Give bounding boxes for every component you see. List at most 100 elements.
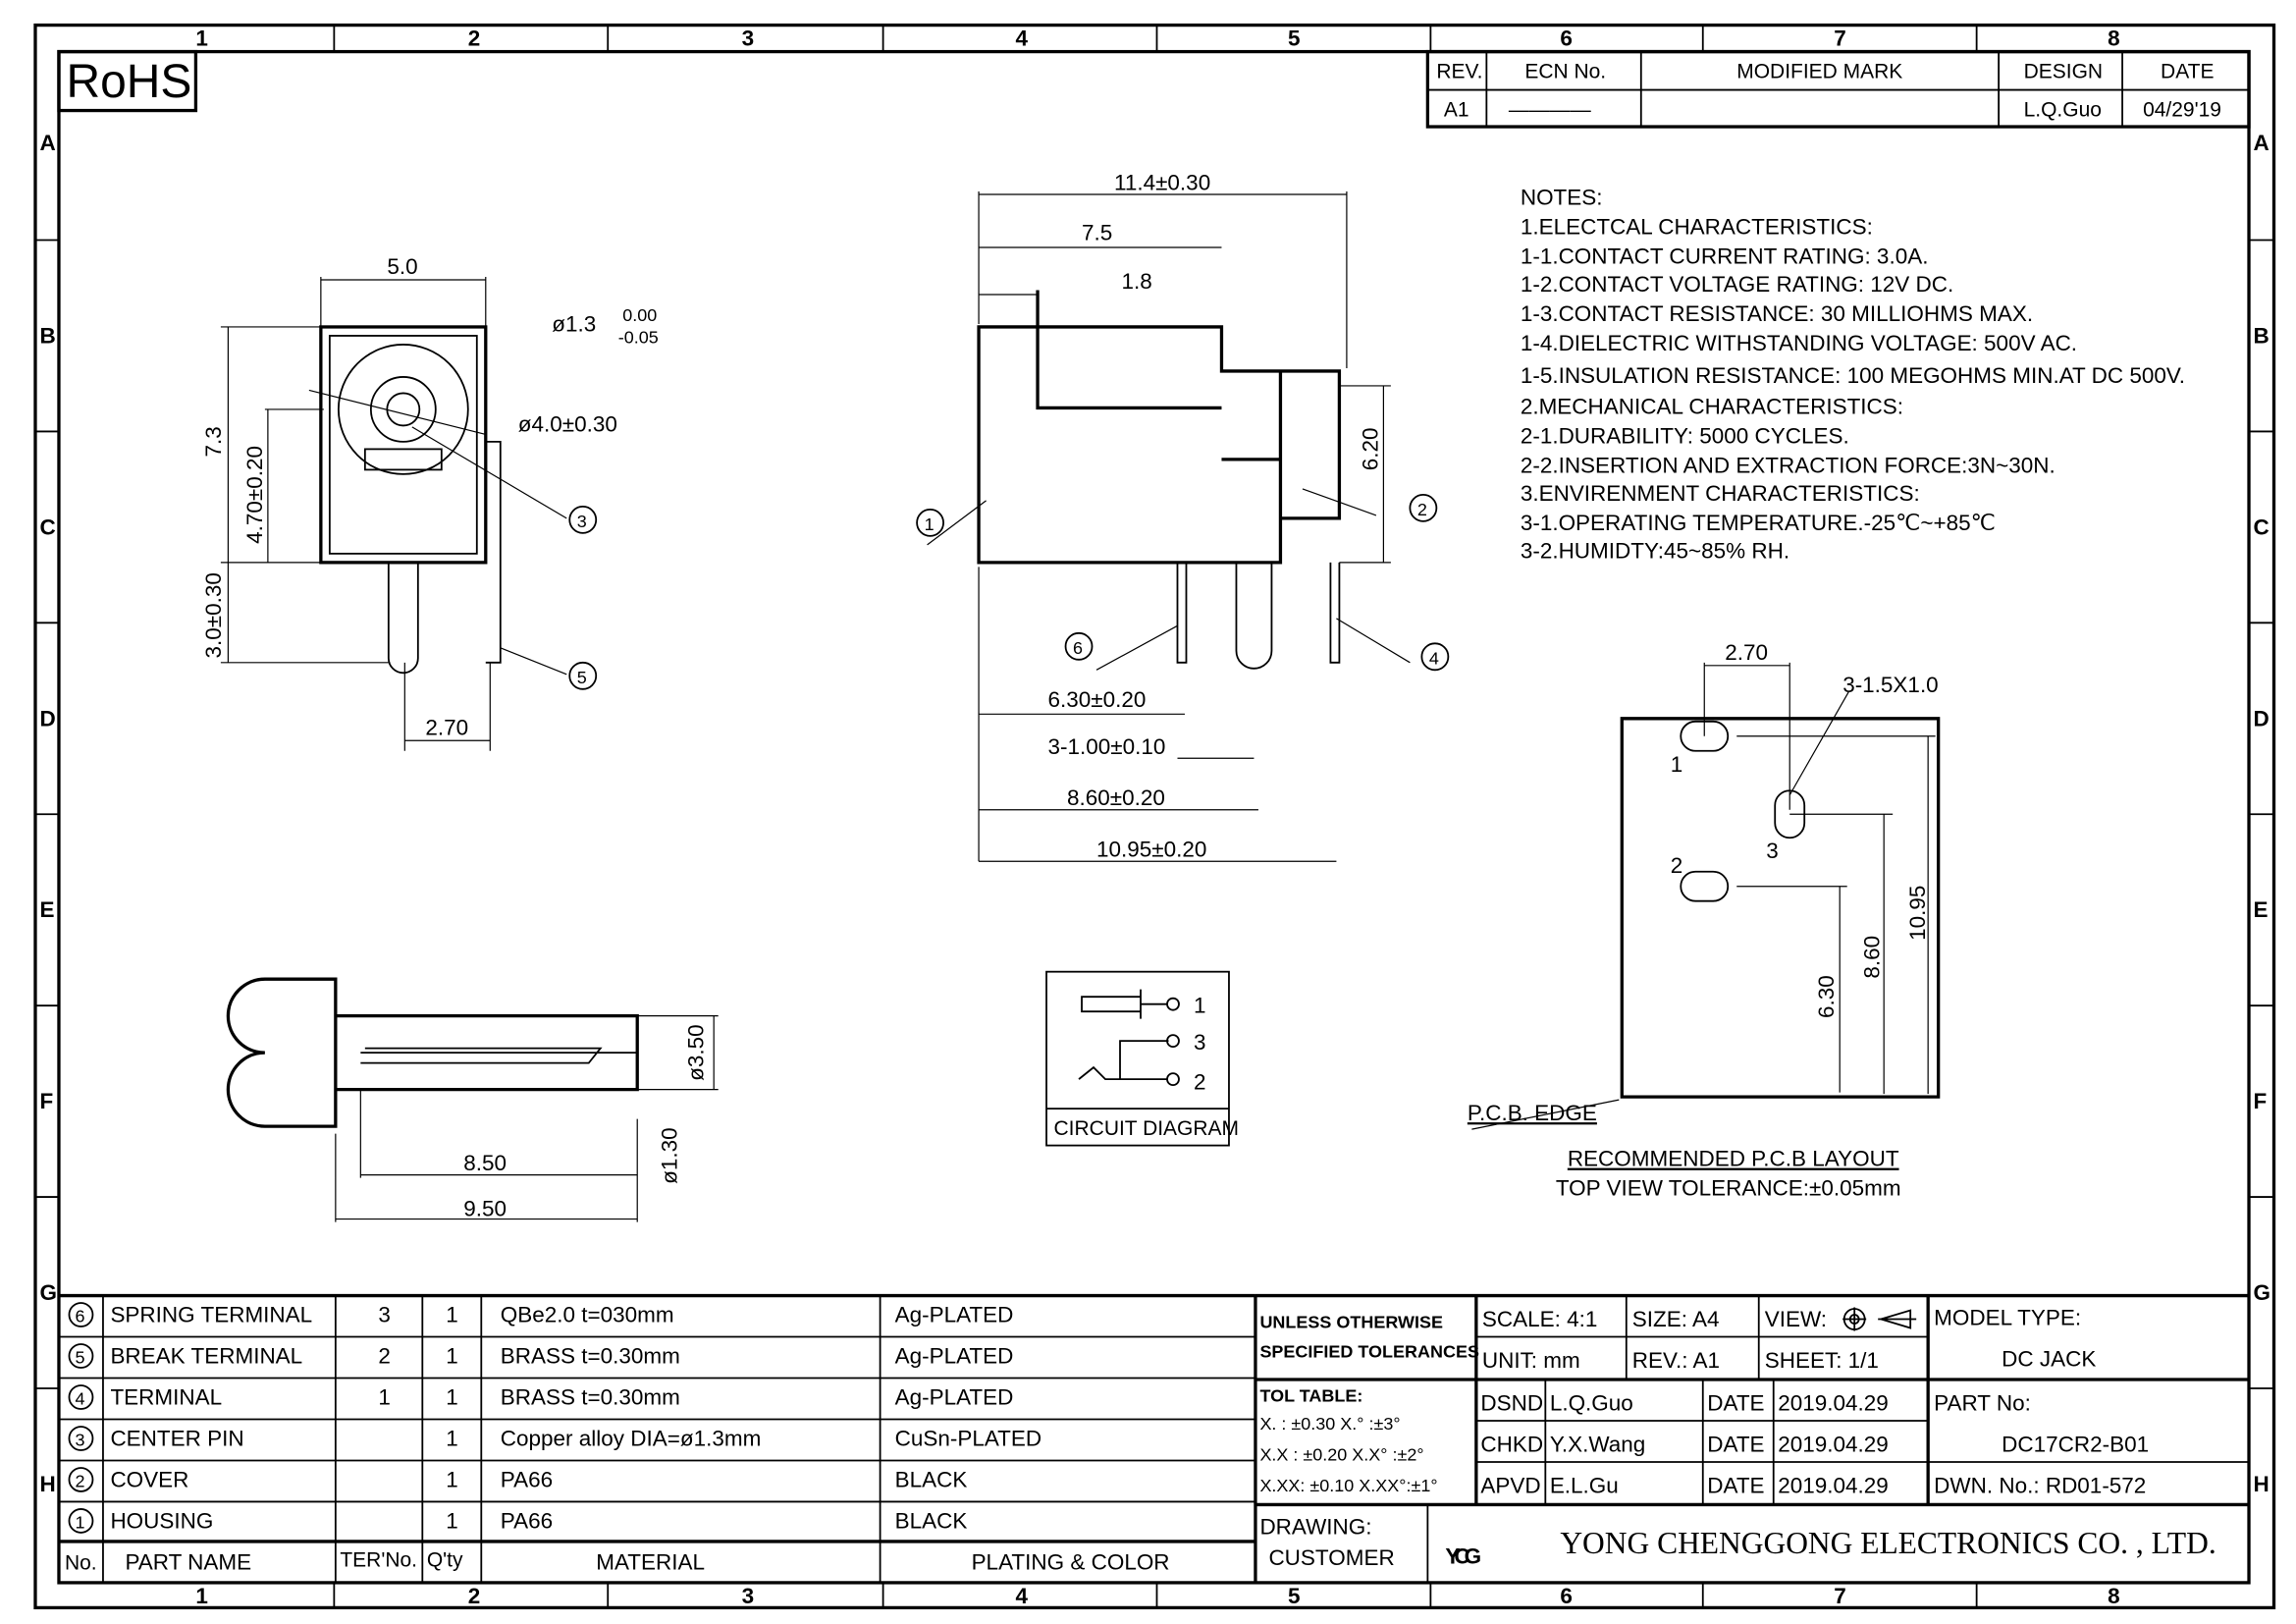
- pcb-layout: 2.70 3-1.5X1.0 1 2 3 6.30 8.60 10.95 P.C…: [1468, 640, 1941, 1201]
- bom-name: COVER: [110, 1467, 188, 1491]
- bom-qty: 1: [446, 1303, 458, 1327]
- col-bot-7: 7: [1834, 1584, 1846, 1608]
- center-pin-view: ø3.50 ø1.30 8.50 9.50: [226, 977, 719, 1222]
- callout-1: 1: [925, 514, 934, 534]
- apvd-name: E.L.Gu: [1550, 1473, 1619, 1497]
- rev-date-value: 04/29'19: [2143, 99, 2221, 122]
- row-f-right: F: [2254, 1089, 2268, 1113]
- tol-unless-2: SPECIFIED TOLERANCES: [1259, 1342, 1479, 1362]
- col-bot-3: 3: [742, 1584, 755, 1608]
- row-g: G: [39, 1280, 57, 1305]
- drawing-label: DRAWING:: [1259, 1514, 1371, 1539]
- chkd-date: 2019.04.29: [1778, 1432, 1889, 1456]
- bom-qty: 1: [446, 1508, 458, 1533]
- col-top-1: 1: [195, 27, 208, 51]
- note-line: 1.ELECTCAL CHARACTERISTICS:: [1521, 215, 1873, 240]
- dim-length: 11.4±0.30: [1114, 171, 1210, 195]
- bom-ter: 2: [378, 1344, 391, 1369]
- row-e-right: E: [2254, 897, 2269, 922]
- bom-table: 6 SPRING TERMINAL 3 1 QBe2.0 t=030mm Ag-…: [58, 1293, 1257, 1583]
- bom-material: QBe2.0 t=030mm: [501, 1303, 674, 1327]
- col-bot-8: 8: [2108, 1584, 2120, 1608]
- row-e: E: [39, 897, 54, 922]
- view-label: VIEW:: [1765, 1307, 1827, 1331]
- dsnd-label: DSND: [1480, 1390, 1543, 1415]
- bom-ter: 3: [378, 1303, 391, 1327]
- circuit-diagram: 1 3 2 CIRCUIT DIAGRAM: [1045, 970, 1239, 1147]
- dim-8-60: 8.60±0.20: [1067, 785, 1165, 810]
- note-line: 3-1.OPERATING TEMPERATURE.-25℃~+85℃: [1521, 511, 1996, 535]
- bom-no: 5: [75, 1348, 84, 1368]
- row-b: B: [39, 323, 55, 348]
- pcb-dim-2-70: 2.70: [1725, 640, 1768, 665]
- note-line: 2-2.INSERTION AND EXTRACTION FORCE:3N~30…: [1521, 453, 2056, 477]
- dim-hole-tol-down: -0.05: [618, 327, 659, 347]
- note-line: 2.MECHANICAL CHARACTERISTICS:: [1521, 394, 1903, 418]
- dim-6-30: 6.30±0.20: [1048, 687, 1147, 712]
- dsnd-name: L.Q.Guo: [1550, 1390, 1633, 1415]
- col-top-8: 8: [2108, 27, 2120, 51]
- row-a-right: A: [2254, 131, 2269, 155]
- bom-name: HOUSING: [110, 1508, 213, 1533]
- size: SIZE: A4: [1632, 1307, 1720, 1331]
- bom-plating: CuSn-PLATED: [895, 1426, 1042, 1450]
- bom-header-qty: Q'ty: [427, 1548, 463, 1571]
- rev-ecn-value: ————: [1509, 99, 1591, 122]
- sheet: SHEET: 1/1: [1765, 1348, 1879, 1373]
- pcb-hole-1: 1: [1671, 752, 1683, 777]
- col-bot-2: 2: [468, 1584, 481, 1608]
- company-logo: YCG: [1445, 1543, 1480, 1568]
- col-top-4: 4: [1016, 27, 1029, 51]
- pcb-edge-label: P.C.B. EDGE: [1468, 1101, 1597, 1125]
- row-a: A: [39, 131, 55, 155]
- part-no-label: PART No:: [1934, 1390, 2031, 1415]
- note-line: 1-3.CONTACT RESISTANCE: 30 MILLIOHMS MAX…: [1521, 301, 2033, 326]
- dim-diameter-3-50: ø3.50: [684, 1024, 709, 1081]
- tol-row: X. : ±0.30 X.° :±3°: [1259, 1414, 1400, 1434]
- rohs-label: RoHS: [66, 56, 191, 108]
- bom-plating: BLACK: [895, 1508, 968, 1533]
- bom-qty: 1: [446, 1467, 458, 1491]
- row-c-right: C: [2254, 514, 2269, 539]
- note-line: 2-1.DURABILITY: 5000 CYCLES.: [1521, 423, 1849, 448]
- revision-table: REV. ECN No. MODIFIED MARK DESIGN DATE A…: [1425, 49, 2251, 129]
- bom-material: PA66: [501, 1467, 553, 1491]
- col-bot-6: 6: [1560, 1584, 1573, 1608]
- dim-pin-length: 3.0±0.30: [201, 572, 226, 658]
- pcb-dim-6-30: 6.30: [1814, 975, 1839, 1018]
- dsnd-date: 2019.04.29: [1778, 1390, 1889, 1415]
- dim-hole: ø1.3: [552, 311, 596, 336]
- tol-row: X.X : ±0.20 X.X° :±2°: [1259, 1444, 1423, 1464]
- rev: REV.: A1: [1632, 1348, 1720, 1373]
- dim-9-50: 9.50: [463, 1197, 507, 1221]
- pcb-subtitle: TOP VIEW TOLERANCE:±0.05mm: [1556, 1176, 1901, 1201]
- bom-qty: 1: [446, 1426, 458, 1450]
- third-angle-projection-icon: [1842, 1307, 1917, 1331]
- note-line: 1-2.CONTACT VOLTAGE RATING: 12V DC.: [1521, 272, 1953, 297]
- tol-table-title: TOL TABLE:: [1259, 1385, 1362, 1405]
- bom-qty: 1: [446, 1344, 458, 1369]
- callout-6: 6: [1073, 638, 1083, 658]
- row-d-right: D: [2254, 706, 2269, 731]
- dim-10-95: 10.95±0.20: [1096, 838, 1206, 862]
- dim-pin-width: 3-1.00±0.10: [1048, 734, 1166, 759]
- bom-qty: 1: [446, 1384, 458, 1409]
- scale: SCALE: 4:1: [1482, 1307, 1597, 1331]
- bom-plating: Ag-PLATED: [895, 1384, 1014, 1409]
- drawing-frame: [33, 23, 2276, 1610]
- row-markers: A B C D E F G H A B C D E F G H: [39, 131, 2270, 1496]
- dim-6-20: 6.20: [1358, 428, 1382, 471]
- row-g-right: G: [2254, 1280, 2271, 1305]
- rev-header-date: DATE: [2161, 61, 2214, 83]
- callout-5: 5: [577, 668, 587, 687]
- rev-design-value: L.Q.Guo: [2024, 99, 2102, 122]
- row-f: F: [39, 1089, 53, 1113]
- rev-header-design: DESIGN: [2024, 61, 2103, 83]
- bom-header-material: MATERIAL: [596, 1549, 705, 1574]
- bom-name: BREAK TERMINAL: [110, 1344, 302, 1369]
- tol-row: X.XX: ±0.10 X.XX°:±1°: [1259, 1476, 1437, 1495]
- model-type: DC JACK: [2002, 1347, 2096, 1372]
- bom-material: BRASS t=0.30mm: [501, 1344, 680, 1369]
- col-bot-4: 4: [1016, 1584, 1029, 1608]
- dim-outer-diameter: ø4.0±0.30: [518, 411, 617, 436]
